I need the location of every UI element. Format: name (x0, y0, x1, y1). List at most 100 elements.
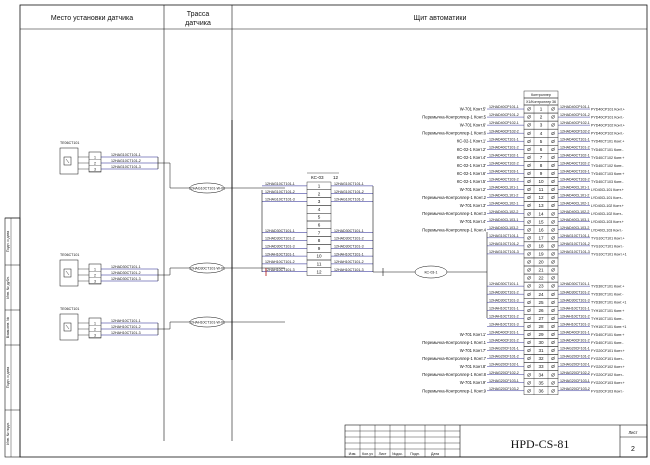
ctrl-right-label: 12HAD40CT103-2 (560, 178, 590, 182)
ctrl-slash: Ø (551, 139, 555, 144)
ctrl-slash: Ø (527, 203, 531, 208)
ctrl-right-label: 12HAD40CL101-2 (560, 194, 589, 198)
ctrl-row-label: W-701 Конт.2' (460, 187, 486, 192)
ctrl-row-number: 6 (540, 147, 543, 152)
ctrl-right-label: 12HAG10CT101-2 (560, 242, 590, 246)
cable-tag-ellipse (189, 262, 225, 274)
kc03-right-label: 12HAH10CT101-1 (334, 252, 364, 256)
ctrl-row-number: 26 (538, 308, 544, 313)
ctrl-right-label: 12HAD30CT101-1 (560, 282, 590, 286)
ctrl-row-label: КС-02-1 Конт.5' (457, 179, 486, 184)
ctrl-far-label: TYD40CT103 Конт.- (591, 180, 624, 184)
ctrl-row-number: 5 (540, 139, 543, 144)
ctrl-slash: Ø (527, 372, 531, 377)
ctrl-far-label: FYG20CF103 Конт.+ (591, 381, 625, 385)
ctrl-slash: Ø (551, 187, 555, 192)
sensor-wire-label: 12HAG10CT101-2 (111, 159, 141, 163)
ctrl-far-label: FYG20CF101 Конт.+ (591, 349, 625, 353)
ctrl-far-label: TYD40CT101 Конт.+ (591, 140, 624, 144)
ctrl-slash: Ø (551, 340, 555, 345)
ctrl-left-label: 12HAG20CF102-1 (489, 363, 519, 367)
ctrl-right-label: 12HAH10CT101-2 (560, 314, 590, 318)
sensor-wire-label: 12HAH10CT101-2 (111, 325, 141, 329)
ctrl-slash: Ø (527, 163, 531, 168)
ctrl-right-label: 12HAD30CT101-2 (560, 290, 590, 294)
ctrl-far-label: TYD30CT101 Конт.+ (591, 285, 624, 289)
sensor-diagonal (65, 158, 70, 164)
sensor-diagonal (65, 324, 70, 330)
ctrl-left-label: 12HAD40CT101-1 (489, 137, 519, 141)
ctrl-slash: Ø (551, 227, 555, 232)
ctrl-row-label: КС-02-1 Конт.2' (457, 147, 486, 152)
kc03-left-label: 12HAG10CT101-2 (265, 190, 295, 194)
sensor-element (63, 268, 72, 278)
ctrl-row-label: Перемычка-Контроллер-1 Конт.2 (422, 195, 486, 200)
ctrl-row-label: КС-02-1 Конт.6' (457, 171, 486, 176)
ctrl-slash: Ø (527, 260, 531, 265)
ctrl-row-number: 28 (538, 324, 544, 329)
ctrl-right-label: 12HAD40CL101-1 (560, 186, 589, 190)
ctrl-far-label: PYD40CP101 Конт.- (591, 116, 625, 120)
ctrl-row-number: 8 (540, 163, 543, 168)
ctrl-right-label: 12HAD40CT102-1 (560, 153, 590, 157)
ctrl-right-label: 12HAG10CT101-3 (560, 250, 590, 254)
sensor-tag: TE06CT101 (60, 307, 79, 311)
ctrl-far-label: PYD40CP101 Конт.+ (591, 108, 625, 112)
cable-tag: 12HAD30CT101-W-01 (189, 266, 225, 270)
ctrl-row-number: 3 (540, 123, 543, 128)
ctrl-row-label: Перемычка-Контроллер-1 Конт.7 (422, 356, 486, 361)
sensor-terminal-number: 1 (94, 268, 96, 272)
ctrl-row-label: W-701 Конт.1' (460, 332, 486, 337)
ctrl-slash: Ø (527, 155, 531, 160)
ctrl-row-number: 16 (538, 227, 544, 232)
ctrl-row-label: Перемычка-Контроллер-1 Конт.4 (422, 227, 486, 232)
ctrl-row-number: 20 (538, 260, 544, 265)
kc03-right-label: 12HAG10CT101-2 (334, 190, 364, 194)
trunk-ellipse (414, 265, 448, 279)
ctrl-left-label: 12HAD40CT103-2 (489, 178, 519, 182)
ctrl-slash: Ø (551, 163, 555, 168)
kc03-left-label: 12HAG10CT101-3 (265, 198, 295, 202)
ctrl-slash: Ø (551, 252, 555, 257)
ctrl-left-label: 12HAD40CL102-2 (489, 210, 518, 214)
ctrl-right-label: 12HAD40CF101-2 (560, 339, 590, 343)
ctrl-slash: Ø (551, 348, 555, 353)
kc03-right-label: 12HAH10CT101-3 (334, 268, 364, 272)
ctrl-slash: Ø (527, 187, 531, 192)
sheet-label: Лист (628, 430, 637, 435)
sensor-wire-label: 12HAD30CT101-1 (111, 265, 141, 269)
ctrl-slash: Ø (551, 243, 555, 248)
ctrl-far-label: FYG20CF102 Конт.- (591, 373, 624, 377)
tb-col-label: Дата (431, 452, 439, 456)
sensor-wire-label: 12HAH10CT101-3 (111, 331, 141, 335)
tb-col-label: Изм. (349, 452, 357, 456)
kc03-right-label: 12HAH10CT101-2 (334, 260, 364, 264)
kc03-count: 12 (333, 175, 339, 180)
ctrl-far-label: LYD40CL102 Конт.- (591, 212, 624, 216)
ctrl-right-label: 12HAD40CT102-2 (560, 161, 590, 165)
ctrl-slash: Ø (527, 308, 531, 313)
ctrl-slash: Ø (527, 268, 531, 273)
ctrl-right-label: 12HAD40CF101-1 (560, 331, 590, 335)
ctrl-right-label: 12HAG10CT101-1 (560, 234, 590, 238)
ctrl-row-number: 10 (538, 179, 544, 184)
ctrl-row-number: 11 (539, 187, 544, 192)
ctrl-far-label: TYD40CT103 Конт.+ (591, 172, 624, 176)
ctrl-row-number: 9 (540, 171, 543, 176)
ctrl-slash: Ø (551, 179, 555, 184)
sensor-diagonal (65, 270, 70, 276)
ctrl-slash: Ø (551, 356, 555, 361)
ctrl-slash: Ø (551, 195, 555, 200)
sensor-element (63, 322, 72, 332)
sensor-terminal-number: 1 (94, 322, 96, 326)
sensor-terminal-number: 1 (94, 156, 96, 160)
ctrl-row-number: 36 (538, 388, 544, 393)
cable-tag-ellipse (189, 316, 225, 328)
ctrl-slash: Ø (527, 243, 531, 248)
ctrl-right-label: 12HAD40CP102-2 (560, 129, 590, 133)
ctrl-slash: Ø (551, 147, 555, 152)
ctrl-slash: Ø (527, 380, 531, 385)
stamp-label: Взам.инв. № (6, 317, 10, 338)
